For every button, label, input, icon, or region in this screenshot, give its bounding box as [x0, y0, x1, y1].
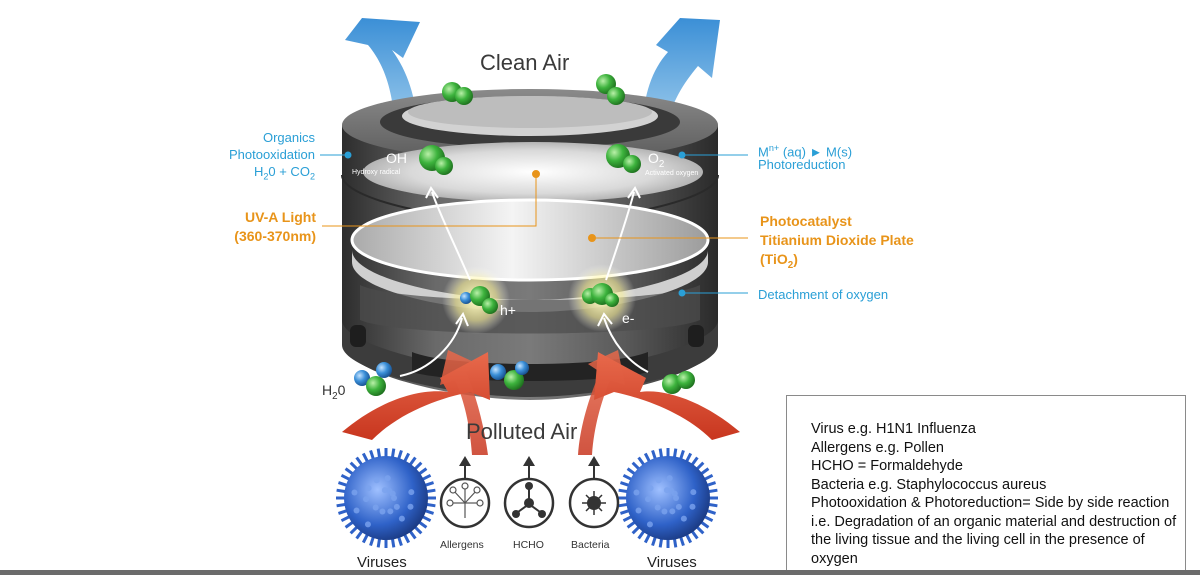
polluted-air-arrow-icon	[440, 350, 488, 455]
molecule-icon	[606, 144, 641, 173]
legend-item: HCHO = Formaldehyde	[811, 458, 963, 474]
tio2-formula-label: (TiO2)	[760, 251, 798, 271]
legend-item: Virus e.g. H1N1 Influenza	[811, 421, 976, 437]
viruses-left-label: Viruses	[357, 554, 407, 571]
molecule-icon	[596, 74, 625, 105]
virus-icon	[336, 448, 436, 548]
viruses-right-label: Viruses	[647, 554, 697, 571]
polluted-air-arrow-icon	[594, 352, 740, 440]
virus-icon	[618, 448, 718, 548]
callout-lines-blue	[320, 151, 748, 297]
photoreduction-label: Photoreduction	[758, 157, 846, 172]
o2-label: O2	[648, 150, 665, 170]
h-plus-label: h+	[500, 302, 516, 318]
hcho-label: HCHO	[513, 539, 544, 551]
molecule-icon	[582, 283, 619, 307]
h2o-co2-label: H20 + CO2	[253, 164, 315, 182]
organics-label: Organics	[262, 130, 315, 145]
photocatalyst-label: Photocatalyst	[760, 213, 852, 229]
purifier-cylinder	[341, 89, 719, 400]
bottom-divider	[0, 570, 1200, 575]
clean-air-label: Clean Air	[480, 50, 570, 75]
oh-label: OH	[386, 150, 407, 166]
callout-lines-orange	[322, 170, 748, 242]
uva-light-label: UV-A Light	[244, 209, 316, 225]
detachment-label: Detachment of oxygen	[758, 287, 889, 302]
formaldehyde-icon	[503, 456, 555, 529]
legend-item: Photooxidation & Photoreduction= Side by…	[811, 495, 1177, 567]
molecule-icon	[419, 145, 453, 175]
molecule-icon	[354, 362, 392, 396]
allergens-label: Allergens	[440, 539, 484, 551]
molecule-icon	[442, 82, 473, 105]
activated-oxygen-label: Activated oxygen	[645, 170, 699, 177]
reaction-arrow-icon	[399, 186, 649, 377]
photooxidation-label: Photooxidation	[228, 147, 315, 162]
molecule-icon	[662, 371, 695, 394]
molecule-icon	[460, 286, 498, 314]
molecules	[354, 74, 695, 396]
molecule-icon	[490, 361, 529, 390]
hydroxy-radical-label: Hydroxy radical	[352, 169, 401, 176]
h2o-label: H20	[322, 382, 346, 402]
bacteria-label: Bacteria	[571, 539, 610, 551]
pollen-icon	[439, 456, 491, 529]
e-minus-label: e-	[622, 310, 635, 326]
legend-box: Virus e.g. H1N1 Influenza Allergens e.g.…	[786, 395, 1186, 573]
polluted-air-label: Polluted Air	[466, 419, 578, 444]
bacteria-icon	[568, 456, 620, 529]
polluted-air-arrow-icon	[578, 350, 625, 455]
reduction-equation-label: Mn+ (aq) ► M(s)	[758, 143, 853, 160]
tio2-plate-label: Titianium Dioxide Plate	[760, 232, 914, 248]
uva-wavelength-label: (360-370nm)	[234, 228, 316, 244]
legend-item: Bacteria e.g. Staphylococcus aureus	[811, 476, 1047, 493]
legend-item: Allergens e.g. Pollen	[811, 439, 944, 456]
